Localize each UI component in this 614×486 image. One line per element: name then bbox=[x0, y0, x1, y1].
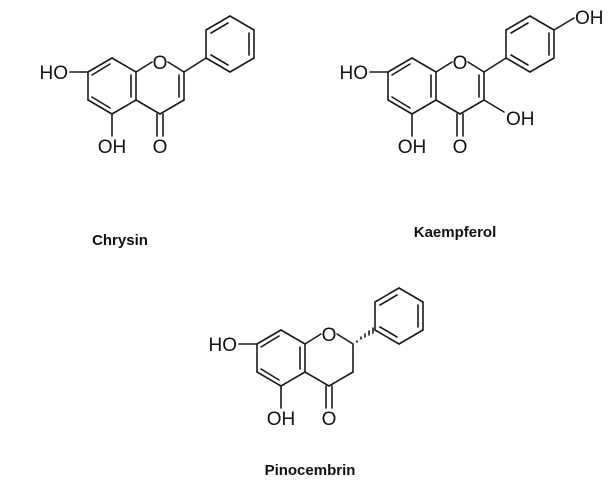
pinocembrin-ring-o-label: O bbox=[322, 325, 337, 346]
kaempferol-ring-o-label: O bbox=[453, 53, 468, 74]
kaempferol-carbonyl-o-label: O bbox=[453, 137, 468, 158]
chrysin-structure: HO O O OH Chrysin bbox=[40, 15, 255, 249]
kaempferol-bonds bbox=[369, 15, 575, 137]
kaempferol-oh-c3-label: OH bbox=[506, 109, 535, 130]
chrysin-ho-label: HO bbox=[40, 63, 69, 84]
pinocembrin-ho-label: HO bbox=[209, 335, 238, 356]
chrysin-bonds bbox=[69, 15, 255, 137]
pinocembrin-bonds bbox=[238, 287, 424, 409]
pinocembrin-structure: HO O O OH Pinocembrin bbox=[209, 287, 424, 479]
chrysin-carbonyl-o-label: O bbox=[153, 137, 168, 158]
kaempferol-name: Kaempferol bbox=[414, 224, 497, 241]
kaempferol-oh-para-label: OH bbox=[575, 8, 604, 29]
kaempferol-ho-label: HO bbox=[340, 63, 369, 84]
chrysin-ring-o-label: O bbox=[153, 53, 168, 74]
kaempferol-oh-label: OH bbox=[398, 137, 427, 158]
kaempferol-structure: HO O O OH OH OH Kaempferol bbox=[340, 8, 604, 241]
pinocembrin-name: Pinocembrin bbox=[265, 462, 356, 479]
pinocembrin-oh-label: OH bbox=[267, 409, 296, 430]
chrysin-name: Chrysin bbox=[92, 232, 148, 249]
chrysin-oh-label: OH bbox=[98, 137, 127, 158]
pinocembrin-carbonyl-o-label: O bbox=[322, 409, 337, 430]
